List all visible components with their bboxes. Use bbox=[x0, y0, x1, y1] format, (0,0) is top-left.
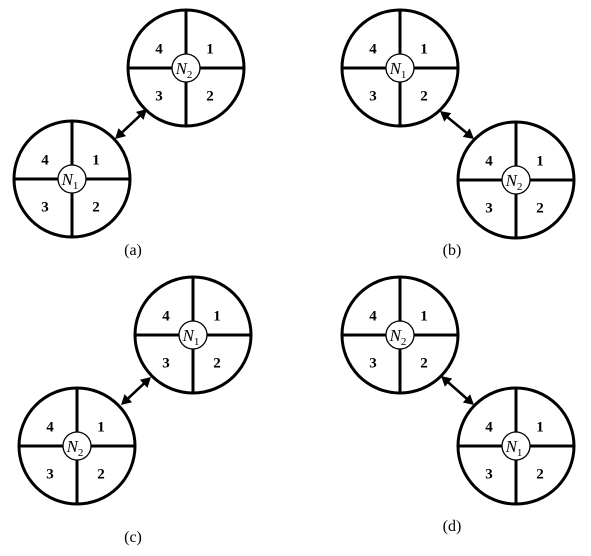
quadrant-label-2: 2 bbox=[536, 466, 544, 482]
quadrant-label-2: 2 bbox=[536, 200, 544, 216]
node-label: N1 bbox=[505, 437, 523, 459]
bidirectional-arrow bbox=[115, 109, 147, 139]
quadrant-label-4: 4 bbox=[369, 308, 377, 324]
quadrant-label-1: 1 bbox=[213, 308, 221, 324]
quadrant-label-3: 3 bbox=[155, 88, 163, 104]
node-letter: N bbox=[505, 437, 519, 456]
quadrant-label-3: 3 bbox=[162, 355, 170, 371]
arrowhead bbox=[139, 377, 151, 388]
quadrant-label-3: 3 bbox=[485, 200, 493, 216]
bidirectional-arrow bbox=[121, 377, 151, 405]
node-subscript: 1 bbox=[73, 180, 79, 192]
quadrant-label-3: 3 bbox=[369, 355, 377, 371]
panel-caption: (a) bbox=[124, 242, 142, 259]
arrowhead bbox=[462, 128, 474, 139]
node-subscript: 2 bbox=[187, 69, 193, 81]
quadrant-label-2: 2 bbox=[420, 355, 428, 371]
quadrant-label-4: 4 bbox=[155, 41, 163, 57]
node-subscript: 1 bbox=[401, 69, 407, 81]
quadrant-label-4: 4 bbox=[41, 152, 49, 168]
quadrant-label-3: 3 bbox=[41, 199, 49, 215]
quadrant-label-3: 3 bbox=[485, 466, 493, 482]
quadrant-label-1: 1 bbox=[536, 419, 544, 435]
quadrant-label-1: 1 bbox=[206, 41, 214, 57]
node-letter: N bbox=[175, 59, 189, 78]
arrowhead bbox=[121, 394, 133, 405]
arrow-shaft bbox=[445, 115, 469, 135]
quadrant-label-1: 1 bbox=[420, 41, 428, 57]
node-letter: N bbox=[61, 170, 75, 189]
arrowhead bbox=[440, 111, 452, 122]
quadrant-label-1: 1 bbox=[97, 419, 105, 435]
arrowhead bbox=[115, 128, 127, 139]
arrowhead bbox=[441, 376, 453, 387]
quadrant-label-2: 2 bbox=[92, 199, 100, 215]
quadrant-label-3: 3 bbox=[46, 466, 54, 482]
node-subscript: 2 bbox=[401, 336, 407, 348]
arrow-shaft bbox=[446, 380, 469, 401]
arrow-shaft bbox=[119, 113, 143, 135]
arrowhead bbox=[135, 109, 147, 120]
node-letter: N bbox=[389, 59, 403, 78]
node-letter: N bbox=[389, 326, 403, 345]
quadrant-label-3: 3 bbox=[369, 88, 377, 104]
quadrant-label-1: 1 bbox=[92, 152, 100, 168]
node-label: N1 bbox=[61, 170, 79, 192]
node-subscript: 1 bbox=[194, 336, 200, 348]
node-subscript: 2 bbox=[517, 181, 523, 193]
quadrant-label-4: 4 bbox=[485, 153, 493, 169]
quadrant-label-1: 1 bbox=[420, 308, 428, 324]
panel-caption: (c) bbox=[124, 529, 142, 546]
quadrant-label-1: 1 bbox=[536, 153, 544, 169]
bidirectional-arrow bbox=[440, 111, 474, 139]
node-label: N2 bbox=[505, 171, 523, 193]
panel-caption: (d) bbox=[443, 518, 462, 535]
quadrant-label-2: 2 bbox=[206, 88, 214, 104]
node-letter: N bbox=[505, 171, 519, 190]
node-label: N2 bbox=[389, 326, 407, 348]
node-label: N1 bbox=[182, 326, 200, 348]
arrow-shaft bbox=[125, 381, 147, 401]
node-letter: N bbox=[66, 437, 80, 456]
node-label: N1 bbox=[389, 59, 407, 81]
node-subscript: 2 bbox=[78, 447, 84, 459]
node-label: N2 bbox=[175, 59, 193, 81]
node-label: N2 bbox=[66, 437, 84, 459]
quadrant-label-4: 4 bbox=[162, 308, 170, 324]
node-letter: N bbox=[182, 326, 196, 345]
arrowhead bbox=[462, 394, 474, 405]
quadrant-label-4: 4 bbox=[369, 41, 377, 57]
quadrant-label-2: 2 bbox=[97, 466, 105, 482]
quadrant-label-2: 2 bbox=[213, 355, 221, 371]
quadrant-label-2: 2 bbox=[420, 88, 428, 104]
bidirectional-arrow bbox=[441, 376, 474, 405]
quadrant-label-4: 4 bbox=[46, 419, 54, 435]
node-subscript: 1 bbox=[517, 447, 523, 459]
panel-caption: (b) bbox=[443, 242, 462, 259]
quadrant-label-4: 4 bbox=[485, 419, 493, 435]
